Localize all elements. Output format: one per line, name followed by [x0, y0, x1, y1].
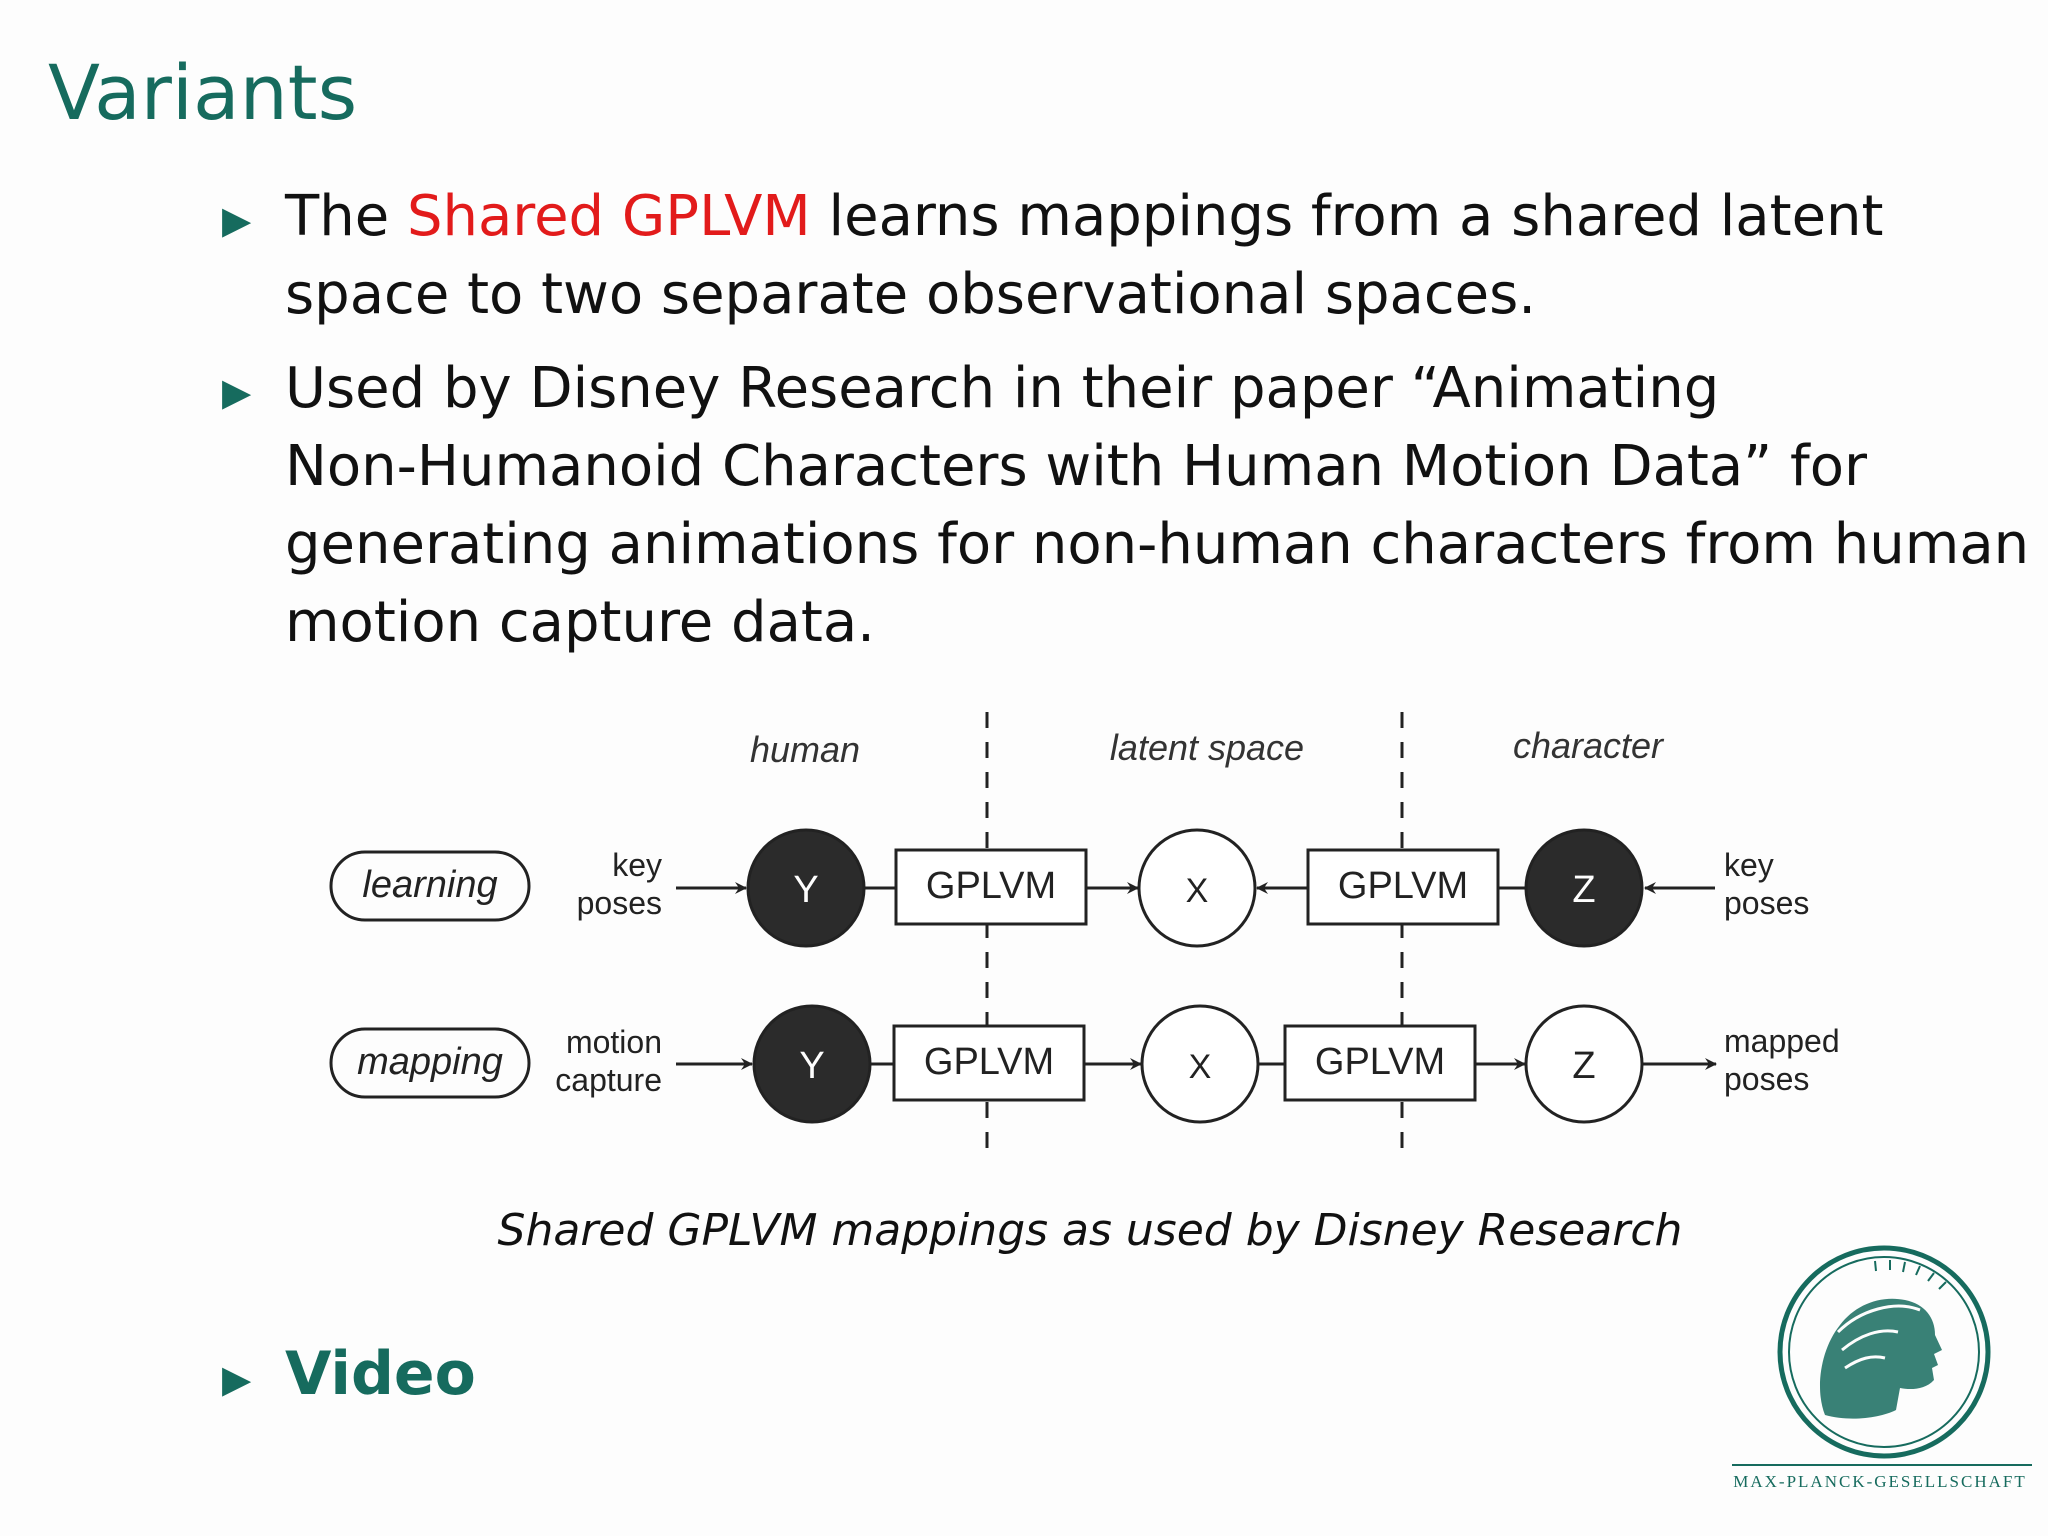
- bullet-triangle-icon: ▶: [222, 370, 252, 414]
- mapping-mode-label: mapping: [357, 1041, 503, 1083]
- row1-node-x: [1137, 828, 1257, 948]
- header-human: human: [750, 729, 860, 770]
- mapping-mode-pill: [329, 1027, 531, 1099]
- row1-node-x-label: X: [1186, 872, 1209, 910]
- row2-gplvm-box-2: [1283, 1024, 1477, 1102]
- bullet-1-line-2: space to two separate observational spac…: [285, 262, 1537, 327]
- logo-divider: [1732, 1464, 2032, 1466]
- slide-title: Variants: [48, 48, 358, 137]
- row2-output-label-line2: poses: [1724, 1061, 1809, 1097]
- row1-node-y-label: Y: [793, 869, 818, 911]
- bullet-2-line-4: motion capture data.: [285, 590, 875, 655]
- row2-node-y-label: Y: [799, 1045, 824, 1087]
- video-link[interactable]: Video: [285, 1339, 476, 1409]
- max-planck-logo: MAX-PLANCK-GESELLSCHAFT: [1720, 1240, 2040, 1500]
- bullet-1-line-1: The Shared GPLVM learns mappings from a …: [285, 184, 1884, 249]
- bullet-2-line-1: Used by Disney Research in their paper “…: [285, 356, 1720, 421]
- row1-node-z-label: Z: [1572, 869, 1595, 911]
- row2-node-z-label: Z: [1572, 1045, 1595, 1087]
- row1-gplvm-box-1: [894, 848, 1088, 926]
- row2-input-label-line2: capture: [555, 1062, 662, 1098]
- row1-gplvm-box-2: [1306, 848, 1500, 926]
- row2-output-label-line1: mapped: [1724, 1023, 1840, 1059]
- header-character: character: [1513, 725, 1665, 766]
- row2-gplvm-box-1: [892, 1024, 1086, 1102]
- bullet-triangle-icon: ▶: [222, 1357, 252, 1401]
- header-latent-space: latent space: [1110, 727, 1304, 768]
- bullet-2-line-3: generating animations for non-human char…: [285, 512, 2030, 577]
- logo-text: MAX-PLANCK-GESELLSCHAFT: [1733, 1472, 2027, 1491]
- bullet-1: The Shared GPLVM learns mappings from a …: [285, 178, 1883, 334]
- row2-gplvm-box-1-label: GPLVM: [924, 1041, 1054, 1083]
- row2-input-label-line1: motion: [566, 1024, 662, 1060]
- row1-gplvm-box-1-label: GPLVM: [926, 865, 1056, 907]
- shared-gplvm-highlight: Shared GPLVM: [406, 184, 811, 249]
- row1-gplvm-box-2-label: GPLVM: [1338, 865, 1468, 907]
- row1-output-label-line2: poses: [1724, 885, 1809, 921]
- row1-node-z: [1524, 828, 1644, 948]
- minerva-seal-icon: [1777, 1245, 1991, 1459]
- bullet-2: Used by Disney Research in their paper “…: [285, 350, 2029, 662]
- row1-input-label-line1: key: [612, 847, 662, 883]
- figure-caption: Shared GPLVM mappings as used by Disney …: [497, 1205, 1683, 1256]
- learning-mode-label: learning: [362, 864, 497, 906]
- bullet-triangle-icon: ▶: [222, 198, 252, 242]
- bullet-2-line-2: Non-Humanoid Characters with Human Motio…: [285, 434, 1867, 499]
- row1-input-label-line2: poses: [577, 885, 662, 921]
- row2-node-x-label: X: [1189, 1048, 1212, 1086]
- row1-output-label-line1: key: [1724, 847, 1774, 883]
- row2-gplvm-box-2-label: GPLVM: [1315, 1041, 1445, 1083]
- learning-mode-pill: [329, 850, 531, 922]
